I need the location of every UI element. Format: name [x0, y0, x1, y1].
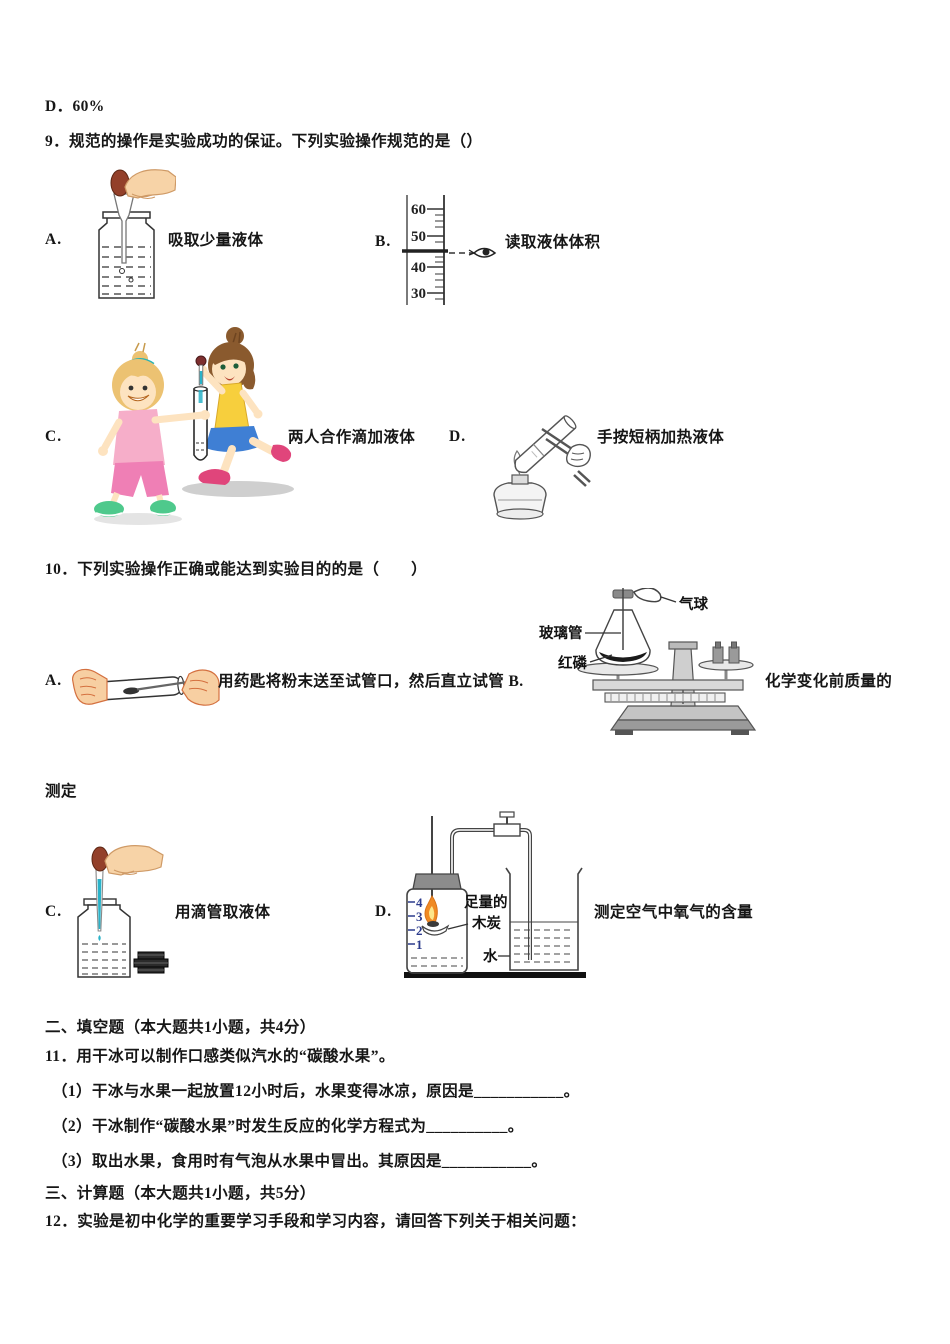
tick-60: 60 — [411, 202, 426, 218]
drop-icon — [98, 935, 101, 941]
q11-sub1: （1）干冰与水果一起放置12小时后，水果变得冰凉，原因是___________。 — [52, 1083, 580, 1100]
q9-option-d-caption: 手按短柄加热液体 — [597, 429, 725, 446]
q10-option-a-caption: 用药匙将粉末送至试管口，然后直立试管 B. — [218, 672, 524, 691]
tick-30: 30 — [411, 286, 426, 302]
q10-option-a-label: A. — [45, 672, 63, 689]
label-water: 水 — [483, 947, 498, 965]
hand-icon — [181, 669, 220, 706]
beaker-icon — [505, 867, 583, 971]
bottle-tick-4: 4 — [416, 895, 423, 910]
charcoal-lump — [427, 921, 439, 927]
label-glass-tube: 玻璃管 — [539, 624, 583, 642]
q9-fig-b-graduated-cylinder-eye: 60 50 40 30 — [402, 195, 497, 305]
hand-icon — [104, 845, 164, 876]
test-tube-icon — [193, 388, 208, 461]
red-phosphorus — [599, 652, 647, 662]
test-tube-icon — [514, 415, 576, 474]
q9-option-a-caption: 吸取少量液体 — [168, 232, 264, 249]
shoe-icon — [198, 469, 231, 485]
q10-option-a-caption-text: 用药匙将粉末送至试管口，然后直立试管 — [218, 673, 505, 690]
q11-stem: 11．用干冰可以制作口感类似汽水的“碳酸水果”。 — [45, 1048, 395, 1065]
bubble-icon — [119, 268, 125, 274]
hand-icon — [565, 443, 591, 468]
q9-option-b-caption: 读取液体体积 — [505, 234, 601, 251]
q12-stem: 12．实验是初中化学的重要学习手段和学习内容，请回答下列关于相关问题： — [45, 1213, 587, 1230]
bubble-icon — [128, 277, 134, 283]
label-balloon: 气球 — [678, 595, 708, 613]
dropper-bulb-icon — [195, 355, 207, 367]
shoe-icon — [94, 501, 124, 517]
dropper-liquid — [97, 879, 102, 929]
q10-fig-d-oxygen-measurement: 4 3 2 1 足量的 木炭 水 — [404, 811, 586, 978]
bottle-tick-3: 3 — [416, 909, 423, 924]
q9-fig-a-dropper-bottle — [98, 169, 176, 299]
tick-40: 40 — [411, 260, 426, 276]
label-charcoal-line2: 木炭 — [471, 914, 501, 932]
q10-option-b-caption-line1: 化学变化前质量的 — [765, 673, 893, 690]
combustion-spoon — [421, 924, 450, 936]
weights-icon — [712, 641, 740, 664]
q10-option-d-label: D. — [375, 903, 393, 920]
q9-option-b-label: B. — [375, 233, 392, 250]
sliding-scale — [604, 692, 726, 703]
q9-option-c-label: C. — [45, 428, 63, 445]
q9-fig-d-heating-test-tube — [493, 415, 591, 520]
q9-option-d-label: D. — [449, 428, 467, 445]
q9-stem: 9．规范的操作是实验成功的保证。下列实验操作规范的是（） — [45, 133, 483, 150]
q10-option-c-caption: 用滴管取液体 — [175, 904, 271, 921]
q9-option-a-label: A. — [45, 231, 63, 248]
shoe-icon — [271, 444, 292, 462]
stopper-icon — [133, 951, 169, 974]
q10-option-b-label: B. — [508, 673, 524, 690]
bottle-cap — [412, 873, 462, 890]
label-charcoal-line1: 足量的 — [464, 893, 508, 911]
q9-fig-c-two-children — [94, 327, 294, 525]
q11-sub3: （3）取出水果，食用时有气泡从水果中冒出。其原因是___________。 — [52, 1153, 548, 1170]
q9-option-c-caption: 两人合作滴加液体 — [288, 429, 416, 446]
pink-shirt — [113, 409, 165, 465]
pink-pants — [111, 461, 169, 497]
section3-heading: 三、计算题（本大题共1小题，共5分） — [45, 1185, 316, 1202]
q10-option-b-caption-line2: 测定 — [45, 783, 77, 800]
dropper-funnel-icon — [113, 193, 135, 264]
balance-beam — [592, 679, 744, 691]
tick-50: 50 — [411, 229, 426, 245]
valve-icon — [493, 823, 521, 837]
balance-pan-right — [698, 659, 754, 671]
q10-fig-a-powder-into-tube — [72, 668, 220, 706]
bottle-tick-2: 2 — [416, 923, 423, 938]
shoe-icon — [150, 500, 176, 516]
bench-line — [404, 972, 586, 978]
balloon-icon — [633, 588, 662, 603]
gas-bottle — [406, 888, 468, 974]
q10-stem: 10．下列实验操作正确或能达到实验目的的是（ ） — [45, 561, 428, 578]
q10-fig-c-dropper-bottle — [77, 845, 169, 978]
q10-fig-b-balance-flask: 气球 玻璃管 红磷 — [539, 588, 757, 735]
q10-option-c-label: C. — [45, 903, 63, 920]
bottle-tick-1: 1 — [416, 937, 423, 952]
label-red-phosphorus: 红磷 — [558, 654, 587, 672]
shadow — [182, 481, 294, 497]
powder-scoop — [123, 687, 140, 695]
section2-heading: 二、填空题（本大题共1小题，共4分） — [45, 1019, 316, 1036]
q10-option-d-caption: 测定空气中氧气的含量 — [594, 904, 754, 921]
blue-skirt — [205, 426, 261, 453]
q11-sub2: （2）干冰制作“碳酸水果”时发生反应的化学方程式为__________。 — [52, 1118, 524, 1135]
option-d-60-percent: D．60% — [45, 98, 105, 115]
